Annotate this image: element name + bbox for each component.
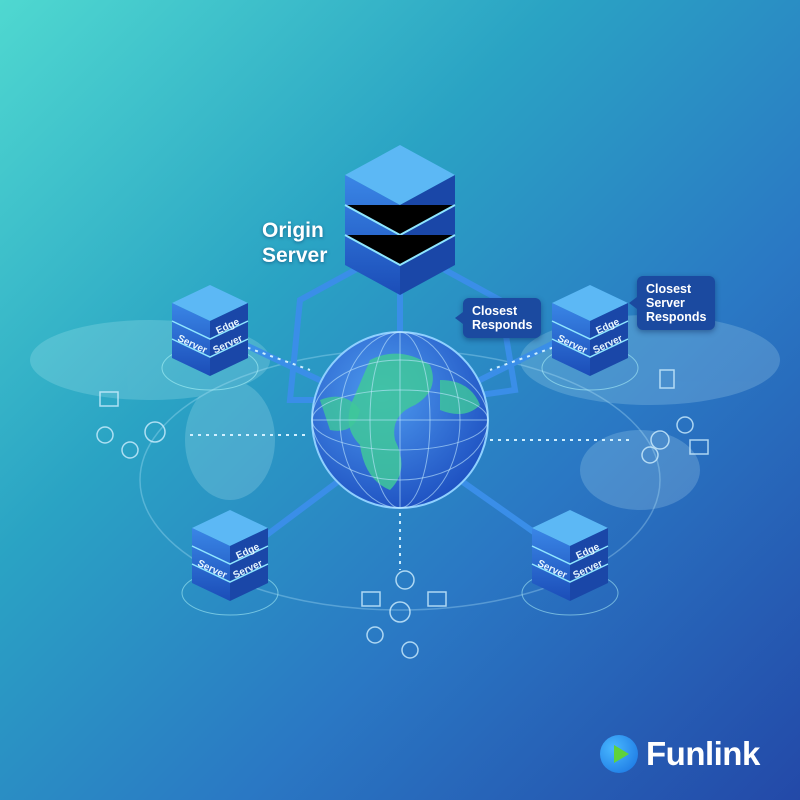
funlink-logo: Funlink	[600, 735, 760, 773]
brand-name: Funlink	[646, 735, 760, 772]
bubble-line: Responds	[472, 318, 533, 332]
globe	[311, 331, 489, 509]
user-clusters	[96, 369, 709, 659]
origin-server[interactable]	[344, 145, 456, 295]
closest-responds-bubble: Closest Responds	[454, 298, 542, 338]
play-icon	[600, 735, 638, 773]
closest-server-responds-bubble: Closest Server Responds	[628, 276, 716, 330]
bubble-line: Server	[646, 296, 685, 310]
dashed-request-lines	[190, 344, 630, 570]
bubble-line: Responds	[646, 310, 707, 324]
bubble-line: Closest	[646, 282, 692, 296]
origin-label-line2: Server	[262, 244, 328, 267]
origin-label-line1: Origin	[262, 219, 324, 242]
bubble-line: Closest	[472, 304, 518, 318]
network-links	[232, 267, 563, 543]
origin-server-label: Origin Server	[262, 218, 327, 268]
